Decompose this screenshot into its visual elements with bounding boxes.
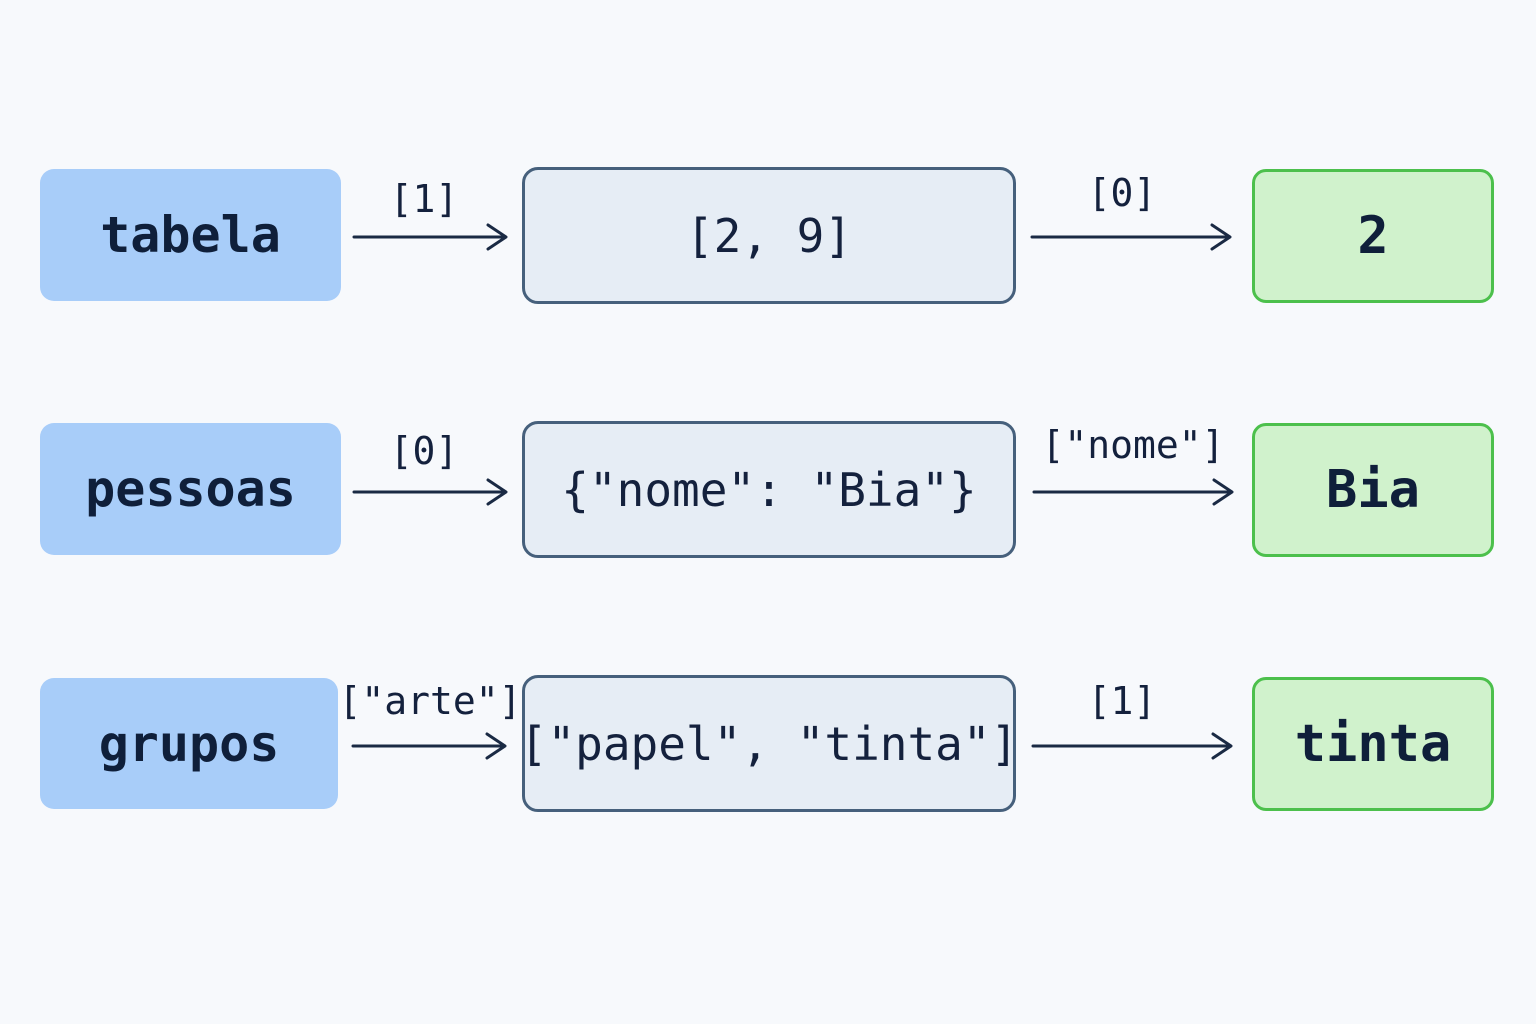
second-arrow-icon: [1030, 223, 1232, 251]
result-box: Bia: [1252, 423, 1494, 557]
intermediate-box: [2, 9]: [522, 167, 1016, 304]
second-arrow-icon: [1032, 478, 1234, 506]
first-arrow-icon: [352, 478, 508, 506]
diagram-row-1: tabela [1] [2, 9] [0] 2: [0, 167, 1536, 307]
intermediate-box: ["papel", "tinta"]: [520, 675, 1018, 812]
variable-box: pessoas: [40, 423, 341, 555]
intermediate-box: {"nome": "Bia"}: [522, 421, 1016, 558]
first-arrow-icon: [351, 732, 507, 760]
first-index-label: [1]: [389, 177, 459, 221]
second-index-label: [1]: [1087, 679, 1157, 723]
second-arrow-icon: [1031, 732, 1233, 760]
first-arrow-icon: [352, 223, 508, 251]
second-index-label: [0]: [1087, 171, 1157, 215]
result-box: tinta: [1252, 677, 1494, 811]
first-index-label: [0]: [389, 429, 459, 473]
result-box: 2: [1252, 169, 1494, 303]
variable-box: tabela: [40, 169, 341, 301]
diagram-row-3: grupos ["arte"] ["papel", "tinta"] [1] t…: [0, 675, 1536, 815]
second-index-label: ["nome"]: [1041, 423, 1225, 467]
first-index-label: ["arte"]: [338, 679, 522, 723]
variable-box: grupos: [40, 678, 338, 809]
diagram-row-2: pessoas [0] {"nome": "Bia"} ["nome"] Bia: [0, 421, 1536, 561]
